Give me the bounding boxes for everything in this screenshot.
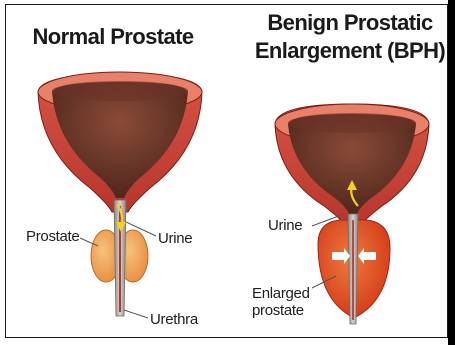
enlarged-label-line-1: Enlarged (252, 285, 310, 302)
enlarged-label-line-2: prostate (252, 302, 304, 319)
urethra-leader-line (124, 310, 148, 318)
normal-urethra (114, 200, 126, 316)
prostate-label: Prostate (26, 228, 79, 245)
urethra-label: Urethra (150, 311, 198, 328)
urine-label: Urine (158, 230, 192, 247)
bph-urine-label: Urine (268, 217, 302, 234)
bph-urethra (348, 214, 358, 324)
bph-bladder (275, 104, 429, 226)
normal-bladder (38, 72, 202, 212)
